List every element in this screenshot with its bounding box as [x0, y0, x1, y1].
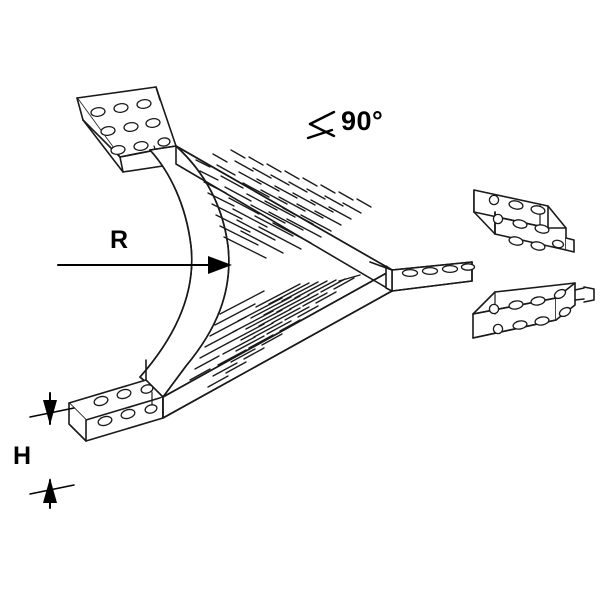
- bend-outer-rail: [139, 145, 230, 398]
- angle-label: 90°: [341, 106, 384, 136]
- tray-apex-joint: [369, 261, 393, 292]
- angle-symbol-icon: [306, 110, 336, 140]
- height-label: H: [13, 442, 32, 470]
- perforations-lower: [189, 274, 361, 388]
- perforations-upper: [195, 149, 372, 259]
- lower-left-flange: [68, 359, 164, 442]
- right-lower-flange: [472, 282, 595, 339]
- height-dimension: [29, 392, 75, 509]
- radius-arrow: [57, 256, 232, 274]
- right-upper-flange: [473, 189, 575, 253]
- right-branch-strap: [391, 261, 476, 292]
- radius-label: R: [110, 226, 129, 254]
